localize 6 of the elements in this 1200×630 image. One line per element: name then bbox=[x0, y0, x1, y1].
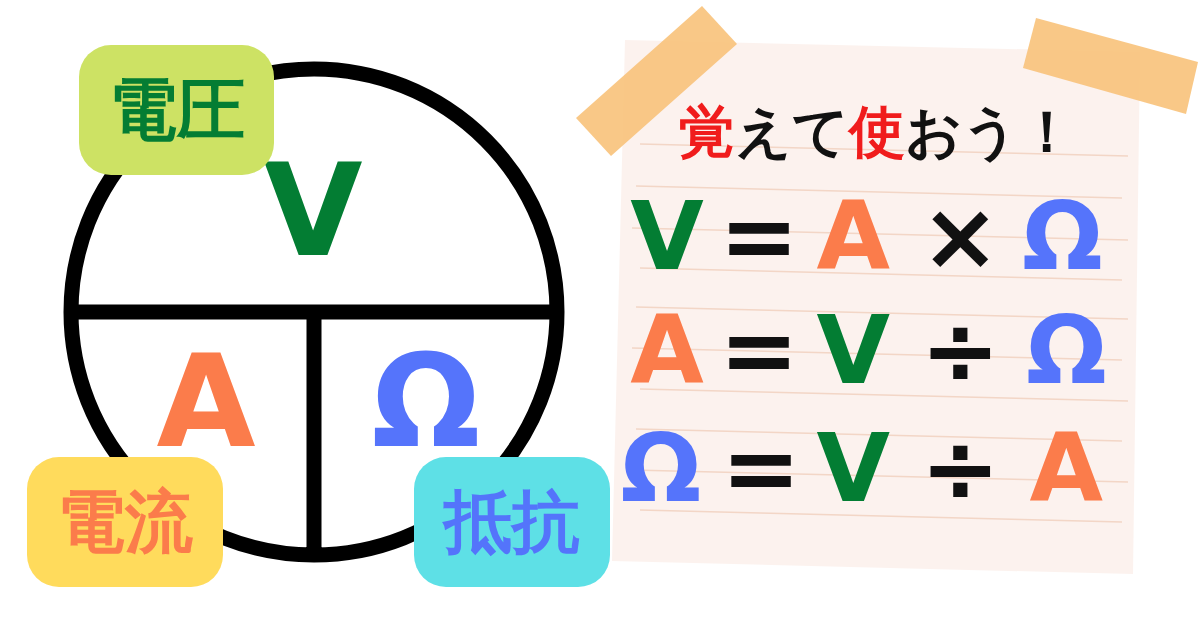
formula: V = A × Ω bbox=[629, 182, 1104, 292]
term-tag: 抵抗 bbox=[414, 457, 610, 587]
formula: Ω = V ÷ A bbox=[619, 414, 1105, 524]
term-tag: 電流 bbox=[27, 457, 223, 587]
note-paper bbox=[612, 40, 1140, 574]
formula: A = V ÷ Ω bbox=[629, 296, 1108, 406]
